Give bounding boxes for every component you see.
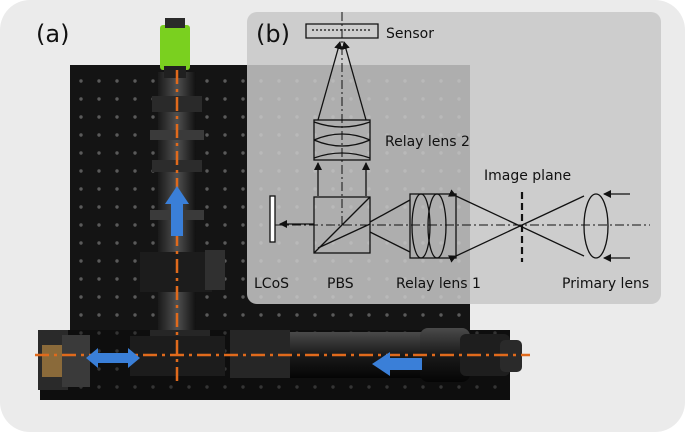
label-relay-lens-2: Relay lens 2 xyxy=(385,134,470,150)
direction-arrow-icon xyxy=(165,186,189,236)
relay-lens-1 xyxy=(409,193,457,259)
sensor-icon xyxy=(305,23,379,39)
schematic-diagram xyxy=(269,12,650,263)
panel-label-b: (b) xyxy=(256,20,290,48)
relay-lens-2 xyxy=(313,119,371,161)
label-sensor: Sensor xyxy=(386,26,434,42)
label-image-plane: Image plane xyxy=(484,168,571,184)
lcos-panel xyxy=(269,195,276,243)
pbs-cube xyxy=(313,196,371,254)
direction-arrow-icon xyxy=(372,352,422,376)
label-primary-lens: Primary lens xyxy=(562,276,649,292)
label-lcos: LCoS xyxy=(254,276,289,292)
label-pbs: PBS xyxy=(327,276,354,292)
panel-label-a: (a) xyxy=(36,20,69,48)
direction-arrow-icon xyxy=(86,348,140,368)
lens-icon xyxy=(583,193,609,259)
camera-icon xyxy=(160,18,190,78)
label-relay-lens-1: Relay lens 1 xyxy=(396,276,481,292)
schematic-panel xyxy=(247,12,661,304)
